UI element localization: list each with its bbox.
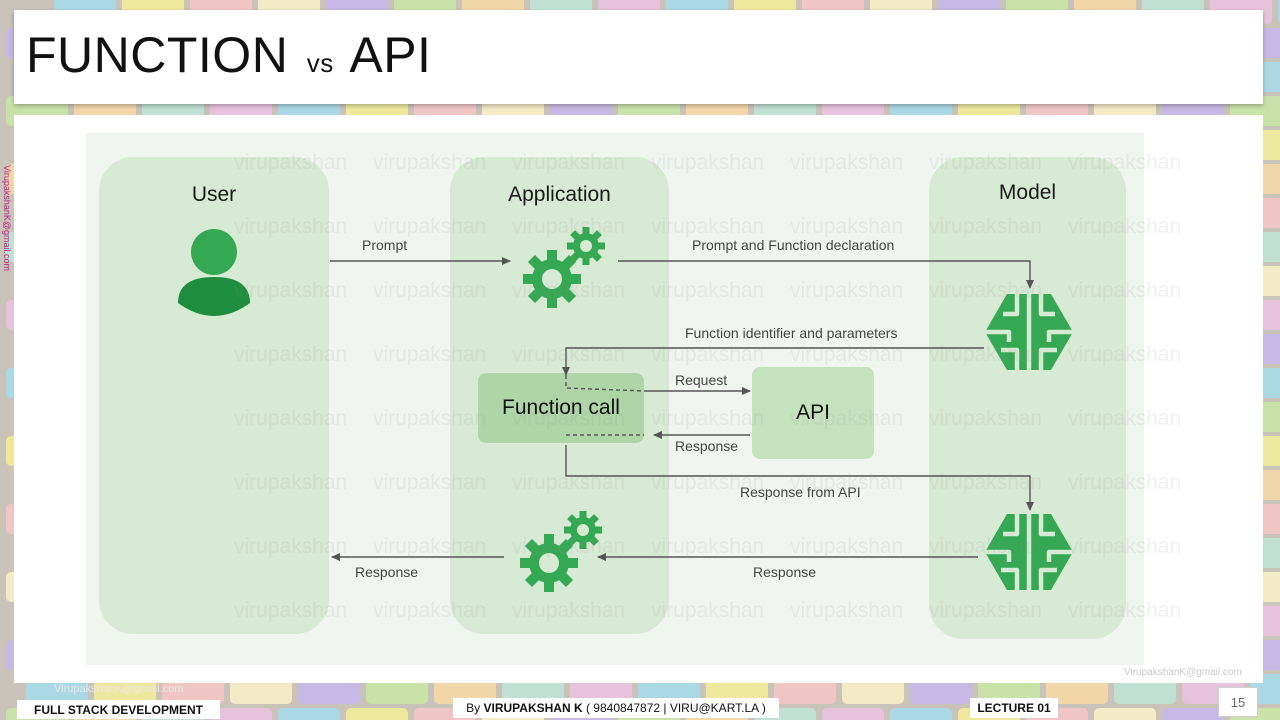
function-calling-diagram: User Application Model Function call API: [86, 133, 1181, 665]
label-response-from-api: Response from API: [740, 484, 861, 500]
user-icon: [178, 229, 250, 316]
side-email-watermark: VirupakshanK@gmail.com: [2, 165, 12, 272]
background-tile: [890, 708, 953, 720]
title-bar: FUNCTION vs API: [14, 10, 1263, 104]
label-response-model: Response: [753, 564, 816, 580]
function-call-box: Function call: [478, 373, 644, 443]
slide-content: User Application Model Function call API: [14, 115, 1263, 683]
application-panel-title: Application: [508, 183, 611, 206]
page-number: 15: [1218, 687, 1258, 717]
api-box: API: [752, 367, 874, 459]
course-name-label: FULL STACK DEVELOPMENT: [17, 700, 220, 719]
background-tile: [346, 708, 409, 720]
label-prompt-function-declaration: Prompt and Function declaration: [692, 237, 894, 253]
footer-email: VirupakshanK@gmail.com: [54, 683, 184, 695]
model-panel-title: Model: [998, 181, 1057, 204]
lecture-label: LECTURE 01: [970, 698, 1058, 718]
background-tile: [1162, 708, 1225, 720]
label-response-api: Response: [675, 438, 738, 454]
model-brain-icon-bottom: [985, 514, 1073, 590]
user-panel-title: User: [191, 183, 237, 206]
gear-icon-top: [523, 227, 605, 308]
background-tile: [278, 708, 341, 720]
label-request: Request: [675, 372, 727, 388]
footer-email-right: VirupakshanK@gmail.com: [1124, 667, 1242, 678]
gear-icon-bottom: [520, 511, 602, 592]
background-tile: [1278, 0, 1280, 24]
background-tile: [822, 708, 885, 720]
label-prompt: Prompt: [362, 237, 407, 253]
background-tile: [210, 708, 273, 720]
diagram-arrows: Prompt Prompt and Function declaration F…: [178, 227, 1144, 665]
author-credit: By VIRUPAKSHAN K ( 9840847872 | VIRU@KAR…: [453, 698, 779, 718]
label-function-identifier: Function identifier and parameters: [685, 325, 897, 341]
label-response-user: Response: [355, 564, 418, 580]
model-brain-icon-top: [985, 294, 1073, 370]
background-tile: [1094, 708, 1157, 720]
page-title: FUNCTION vs API: [26, 27, 432, 83]
